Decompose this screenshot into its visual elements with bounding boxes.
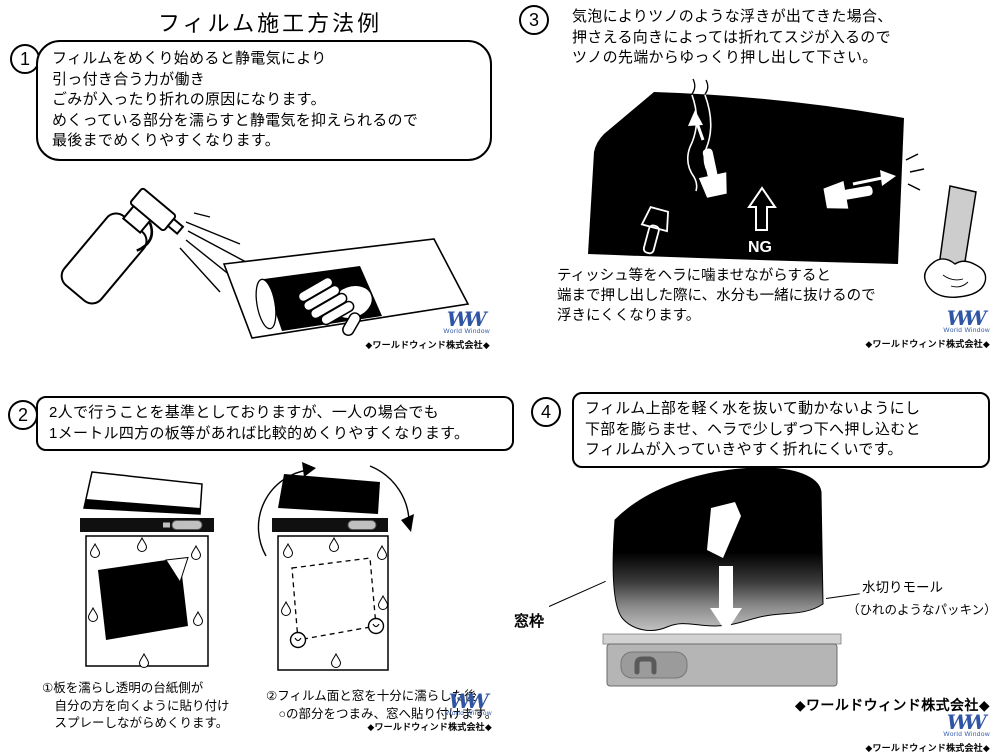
push-down-arrow-icon (710, 566, 742, 632)
text-line: 端まで押し出した際に、水分も一緒に抜けるので (557, 288, 876, 304)
squeegee-icon (823, 180, 873, 209)
brand-mark: WW World Window ◆ワールドウィンド株式会社◆ (365, 309, 490, 351)
logo-ww-text: WW (946, 306, 987, 330)
text-line: 気泡によりツノのような浮きが出てきた場合、 (572, 8, 893, 25)
brand-mark: WW World Window ◆ワールドウィンド株式会社◆ (865, 308, 990, 350)
page-title: フィルム施工方法例 (158, 11, 383, 36)
step3-number: 3 (519, 5, 549, 35)
door-handle (634, 656, 657, 675)
company-mark: ◆ワールドウィンド株式会社◆ (865, 743, 990, 752)
logo-caption: World Window (445, 710, 492, 717)
glass-film-edge (84, 499, 200, 514)
ng-arrow-icon (747, 186, 777, 231)
hand (297, 276, 374, 337)
squeegee-blade-icon (707, 502, 741, 558)
squeeze-out-dashes (905, 153, 925, 191)
text-line: 押さえる向きによっては折れてスジが入るので (572, 28, 891, 46)
door-handle (171, 520, 203, 530)
company-mark: ◆ワールドウィンド株式会社◆ (865, 339, 990, 349)
logo-ww-text: WW (448, 689, 489, 713)
text-line: フィルムをめくり始めると静電気により (52, 50, 327, 67)
step1-note-bubble: フィルムをめくり始めると静電気により 引っ付き合う力が働き ごみが入ったり折れの… (36, 40, 492, 161)
peeled-curl (255, 278, 277, 330)
step1-number: 1 (10, 44, 40, 74)
crease-lines-outside (691, 78, 709, 95)
text-line: 1メートル四方の板等があれば比較的めくりやすくなります。 (49, 424, 470, 442)
logo-caption: World Window (443, 328, 490, 335)
door-lock (163, 522, 170, 528)
text-line: ごみが入ったり折れの原因になります。 (52, 91, 326, 108)
push-down-illustration (602, 467, 842, 687)
worldwind-logo: WW World Window (943, 712, 990, 738)
door-handle (347, 520, 377, 530)
text-line: ○の部分をつまみ、窓へ貼り付けます。 (266, 706, 498, 721)
pinch-marker (367, 617, 385, 635)
spray-peel-illustration (60, 187, 470, 339)
text-line: 引っ付き合う力が働き (52, 70, 206, 88)
step4-note-box: フィルム上部を軽く水を抜いて動かないようにし 下部を膨らませ、ヘラで少しずつ下へ… (572, 392, 990, 468)
film-fold-corner (165, 556, 189, 584)
drip-molding-label: 水切りモール (862, 580, 943, 595)
text-line: 自分の方を向くように貼り付け (42, 698, 230, 713)
logo-caption: World Window (943, 327, 990, 334)
door-glass-tinted (278, 474, 380, 514)
logo-ww-text: WW (446, 307, 487, 331)
step3-text: 気泡によりツノのような浮きが出てきた場合、 押さえる向きによっては折れてスジが入… (572, 7, 893, 69)
worldwind-logo: WW World Window (943, 308, 990, 334)
squeegee-with-tissue (923, 185, 987, 298)
door-peel-illustration (80, 471, 214, 668)
step2-caption-2: ②フィルム面と窓を十分に濡らした後 ○の部分をつまみ、窓へ貼り付けます。 (266, 688, 497, 723)
text-line: フィルムが入っていきやすく折れにくいです。 (585, 441, 903, 458)
arrow-up-icon (688, 110, 705, 141)
ng-label: NG (748, 239, 772, 256)
step4-number: 4 (531, 397, 561, 427)
text-line: めくっている部分を濡らすと静電気を抑えられるので (52, 111, 419, 129)
door-top-strip (602, 633, 842, 645)
text-line: 浮きにくくなります。 (557, 308, 701, 324)
step2-caption-1: ①板を濡らし透明の台紙側が 自分の方を向くように貼り付け スプレーしながらめくり… (42, 680, 230, 733)
door-apply-illustration (257, 462, 414, 671)
step2-note-box: 2人で行うことを基準としておりますが、一人の場合でも 1メートル四方の板等があれ… (36, 396, 514, 451)
brand-mark: WW World Window ◆ワールドウィンド株式会社◆ (865, 712, 990, 752)
company-mark: ◆ワールドウィンド株式会社◆ (367, 722, 492, 732)
brand-mark: WW World Window ◆ワールドウィンド株式会社◆ (367, 691, 492, 733)
film-on-backing (98, 558, 188, 640)
worldwind-logo: WW World Window (443, 309, 490, 335)
pinch-marker (289, 631, 307, 649)
worldwind-logo: WW World Window (445, 691, 492, 717)
spray-bottle (60, 187, 185, 305)
squeegee-icon (698, 148, 727, 198)
drip-molding-note: （ひれのようなパッキン） (847, 603, 997, 617)
text-line: ①板を濡らし透明の台紙側が (42, 681, 204, 695)
text-line: ティッシュ等をヘラに噛ませながらすると (557, 268, 831, 284)
flip-arrow (257, 462, 316, 557)
company-mark-large: ◆ワールドウィンド株式会社◆ (794, 697, 990, 713)
text-line: ②フィルム面と窓を十分に濡らした後 (266, 689, 477, 703)
text-line: スプレーしながらめくります。 (42, 716, 229, 730)
logo-caption: World Window (943, 731, 990, 738)
step3-note: ティッシュ等をヘラに噛ませながらすると 端まで押し出した際に、水分も一緒に抜ける… (557, 266, 876, 326)
text-line: 下部を膨らませ、ヘラで少しずつ下へ押し込むと (585, 420, 921, 438)
flip-arrow (369, 465, 414, 532)
step2-number: 2 (8, 400, 38, 430)
text-line: フィルム上部を軽く水を抜いて動かないようにし (585, 400, 921, 417)
company-mark: ◆ワールドウィンド株式会社◆ (365, 340, 490, 350)
window-frame-label: 窓枠 (514, 613, 545, 630)
logo-ww-text: WW (946, 710, 987, 734)
tinted-window (588, 92, 904, 264)
bubble-pushout-illustration: NG (588, 78, 987, 298)
text-line: 最後までめくりやすくなります。 (52, 132, 281, 149)
text-line: ツノの先端からゆっくり押し出して下さい。 (572, 49, 878, 66)
arrow-right-icon (852, 170, 896, 186)
text-line: 2人で行うことを基準としておりますが、一人の場合でも (49, 404, 439, 421)
squeegee-outline-icon (640, 206, 669, 255)
